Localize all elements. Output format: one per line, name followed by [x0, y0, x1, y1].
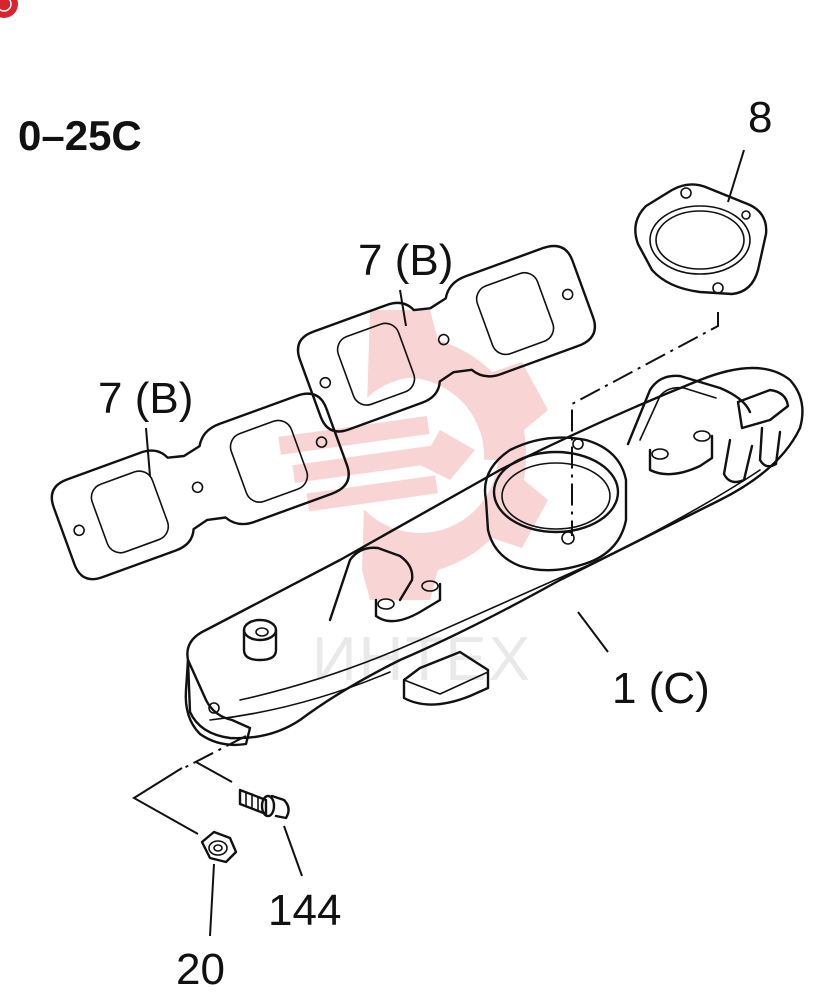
exhaust-flange-gasket: [634, 183, 768, 296]
centerline-fasteners: [179, 735, 247, 771]
leader-8: [727, 149, 745, 203]
watermark-logo: ИНТЕХ: [278, 310, 548, 694]
callout-bolt: 144: [268, 886, 341, 935]
page-title: 0–25C: [18, 112, 142, 159]
nut-part: [200, 830, 238, 864]
leader-20: [209, 863, 215, 937]
leader-7b-lower: [145, 427, 151, 477]
callout-gasket-lower: 7 (B): [98, 374, 193, 423]
callout-manifold: 1 (C): [612, 664, 710, 713]
centerline-gasket-8: [571, 312, 719, 536]
manifold-gasket-upper: [296, 244, 597, 433]
callout-gasket-upper: 7 (B): [358, 236, 453, 285]
bolt-part: [238, 788, 290, 820]
corner-badge-icon: [0, 0, 18, 18]
centerline-nut-branch: [132, 767, 199, 835]
centerline-bolt-branch: [195, 761, 233, 783]
watermark-text: ИНТЕХ: [312, 625, 532, 694]
leader-7b-upper: [399, 289, 407, 327]
exhaust-manifold: [184, 366, 804, 747]
manifold-gasket-lower: [50, 392, 350, 581]
leader-1c: [577, 611, 609, 653]
callout-nut: 20: [176, 945, 225, 994]
leader-144: [283, 825, 303, 877]
callout-exhaust-gasket: 8: [748, 93, 772, 142]
